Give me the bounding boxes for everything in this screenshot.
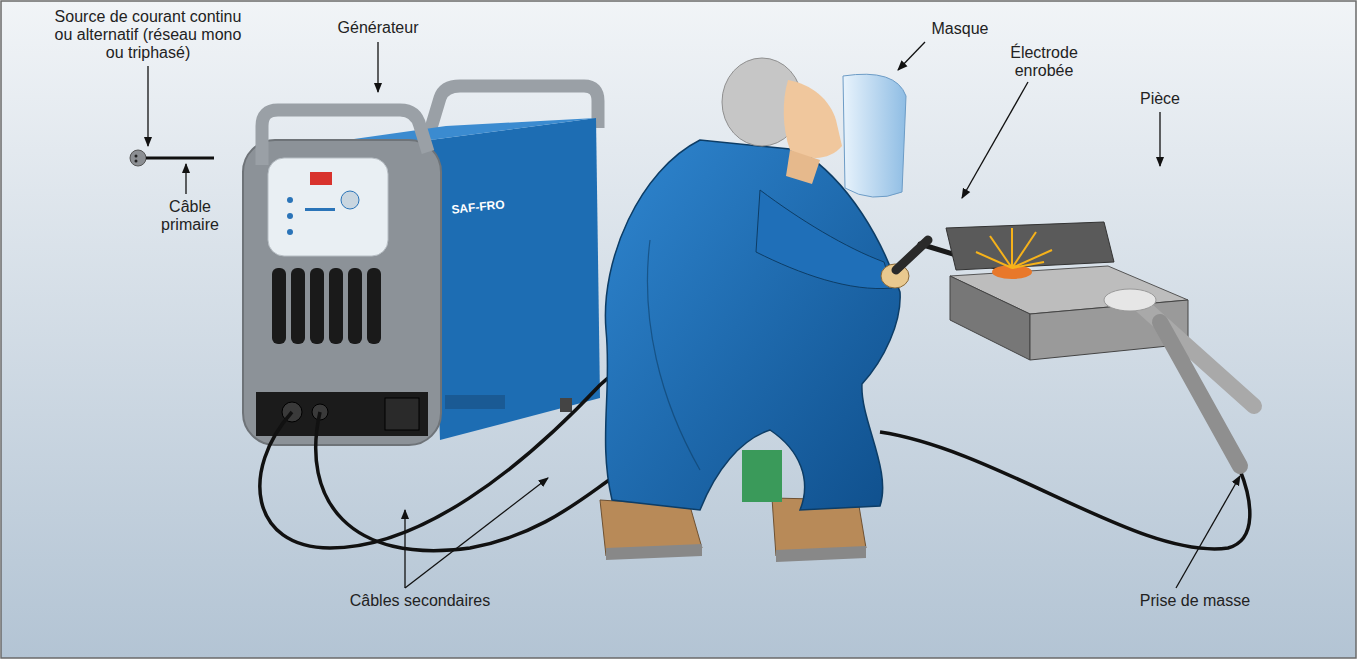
power-socket bbox=[130, 150, 146, 166]
part-label: Générateur bbox=[313, 19, 443, 37]
shoe-sole bbox=[606, 544, 702, 560]
ground-clamp bbox=[1160, 322, 1240, 466]
part-label: Prise de masse bbox=[1110, 592, 1280, 610]
ground-cable bbox=[316, 412, 612, 551]
sock bbox=[742, 450, 782, 502]
leader-arrow bbox=[405, 478, 548, 588]
output-socket bbox=[385, 398, 419, 430]
welder-arm bbox=[756, 190, 892, 289]
vent-slot bbox=[310, 268, 324, 344]
socket-pin bbox=[135, 155, 138, 158]
part-label: Masque bbox=[910, 20, 1010, 38]
generator-front bbox=[243, 140, 441, 445]
part-label: Pièce bbox=[1120, 90, 1200, 108]
vent-grille bbox=[272, 268, 381, 344]
panel-symbol bbox=[305, 208, 335, 211]
part-label: Câbles secondaires bbox=[320, 592, 520, 610]
leader-arrow bbox=[1176, 476, 1240, 588]
vent-slot bbox=[367, 268, 381, 344]
display bbox=[310, 172, 332, 185]
electrode-holder bbox=[896, 240, 928, 270]
panel-symbol bbox=[287, 229, 293, 235]
brand-badge bbox=[445, 395, 505, 409]
panel-symbol bbox=[287, 197, 293, 203]
leader-arrow bbox=[898, 42, 925, 70]
leader-arrow bbox=[147, 66, 148, 146]
welder-neck bbox=[786, 150, 820, 184]
leader-arrow bbox=[1159, 112, 1160, 166]
leader-arrow bbox=[185, 164, 186, 194]
welder-face bbox=[784, 80, 842, 158]
vent-slot bbox=[329, 268, 343, 344]
workpiece-plate bbox=[946, 222, 1114, 270]
vent-slot bbox=[272, 268, 286, 344]
generator-handle bbox=[262, 110, 428, 165]
sparks bbox=[976, 228, 1052, 268]
leader-arrow bbox=[962, 82, 1028, 198]
welding-mask bbox=[843, 74, 906, 197]
brand-label: SAF-FRO bbox=[432, 193, 523, 220]
part-label: Électrode enrobée bbox=[999, 44, 1089, 80]
leader-arrow bbox=[377, 42, 378, 92]
vent-slot bbox=[348, 268, 362, 344]
leader-lines bbox=[148, 42, 1240, 588]
control-panel bbox=[268, 158, 388, 256]
part-label: Câble primaire bbox=[150, 198, 230, 234]
panel-knob bbox=[341, 191, 359, 209]
generator-foot bbox=[560, 398, 572, 412]
workpiece-edge bbox=[950, 276, 1030, 360]
suit-fold bbox=[647, 240, 700, 470]
shoe-sole bbox=[776, 546, 866, 562]
welder-coverall bbox=[605, 140, 900, 510]
ground-cable bbox=[880, 432, 1250, 549]
part-label: Source de courant continu ou alternatif … bbox=[48, 8, 248, 62]
leader-arrow bbox=[404, 510, 405, 588]
socket-pin bbox=[135, 160, 138, 163]
spark bbox=[976, 252, 1012, 268]
generator-side bbox=[430, 118, 600, 440]
spark bbox=[1012, 250, 1052, 268]
connector-panel bbox=[256, 392, 428, 436]
primary-cable bbox=[146, 157, 214, 160]
spark bbox=[1012, 262, 1044, 268]
spark bbox=[1011, 228, 1013, 268]
panel-symbol bbox=[287, 213, 293, 219]
vent-slot bbox=[291, 268, 305, 344]
clamp-jaw bbox=[1104, 289, 1156, 311]
